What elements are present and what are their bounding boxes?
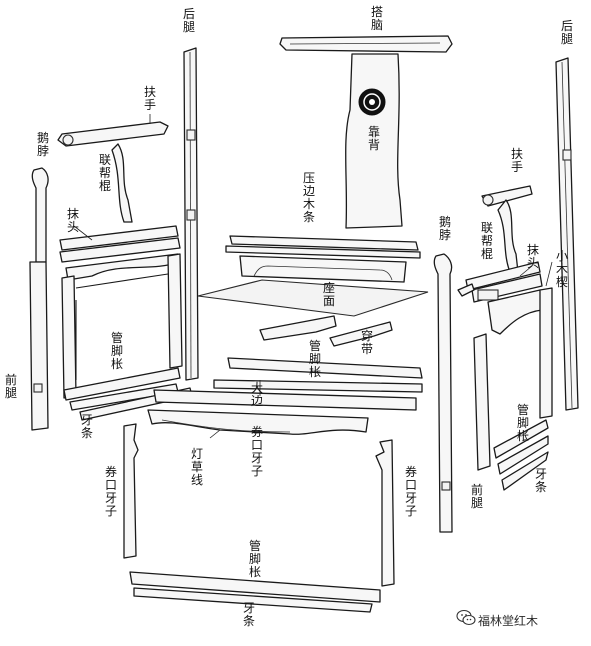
label-top-rail: 搭脑 [370,5,383,32]
right-gooseneck-front-leg [433,253,453,533]
right-armrest [481,185,533,207]
label-end-rail-left: 抹头 [66,207,79,234]
label-backrest: 靠背 [367,125,380,152]
left-connecting-post [111,143,133,223]
small-wedge [457,283,475,297]
label-apron-bottom: 牙条 [242,601,255,628]
left-armrest [57,121,169,147]
label-front-leg-left: 前腿 [4,373,17,400]
label-seat-panel: 座面 [322,281,335,308]
label-long-side-rail: 大边 [250,381,263,408]
backrest-panel [345,53,403,229]
wechat-icon [456,609,476,626]
label-foot-stretcher-left: 管脚枨 [110,331,123,371]
edge-strips [225,235,421,283]
bottom-stretchers [129,571,381,613]
label-apron-right: 牙条 [534,467,547,494]
left-front-leg [29,261,49,431]
label-bead-line: 灯草线 [190,447,203,487]
right-side-frame [465,261,553,491]
right-connecting-post [497,199,519,273]
label-arch-spandrel-right: 券口牙子 [404,465,417,518]
left-rear-leg [183,47,199,381]
label-rear-leg-left: 后腿 [182,7,195,34]
label-gooseneck-right: 鹅脖 [438,215,451,242]
label-armrest-right: 扶手 [510,147,523,174]
label-arch-spandrel-left: 券口牙子 [104,465,117,518]
label-small-wedge: 小木楔 [555,249,568,289]
label-arch-spandrel-mid: 券口牙子 [250,425,263,478]
left-gooseneck [31,167,49,263]
label-connecting-post-right: 联帮棍 [480,221,493,261]
mid-stretchers [153,357,423,411]
label-connecting-post-left: 联帮棍 [98,153,111,193]
label-gooseneck-left: 鹅脖 [36,131,49,158]
label-apron-left: 牙条 [80,413,93,440]
label-cross-brace: 穿带 [360,329,373,356]
left-arch-spandrel [123,423,139,559]
label-end-rail-right: 抹头 [526,243,539,270]
label-rear-leg-right: 后腿 [560,19,573,46]
seat-panel [197,279,429,317]
label-front-leg-right: 前腿 [470,483,483,510]
label-foot-stretcher-bottom: 管脚枨 [248,539,261,579]
right-rear-leg [555,57,579,411]
label-foot-stretcher-right: 管脚枨 [516,403,529,443]
top-rail [279,35,453,53]
right-arch-spandrel [375,439,395,587]
front-arch-apron [147,409,369,435]
leader-lines [73,114,553,439]
label-foot-stretcher-mid: 管脚枨 [308,339,321,379]
watermark-text: 福林堂红木 [478,614,539,628]
cross-braces [259,315,393,347]
label-edge-strip: 压边木条 [302,171,315,224]
label-armrest-left: 扶手 [143,85,156,112]
left-side-frame [59,225,183,411]
